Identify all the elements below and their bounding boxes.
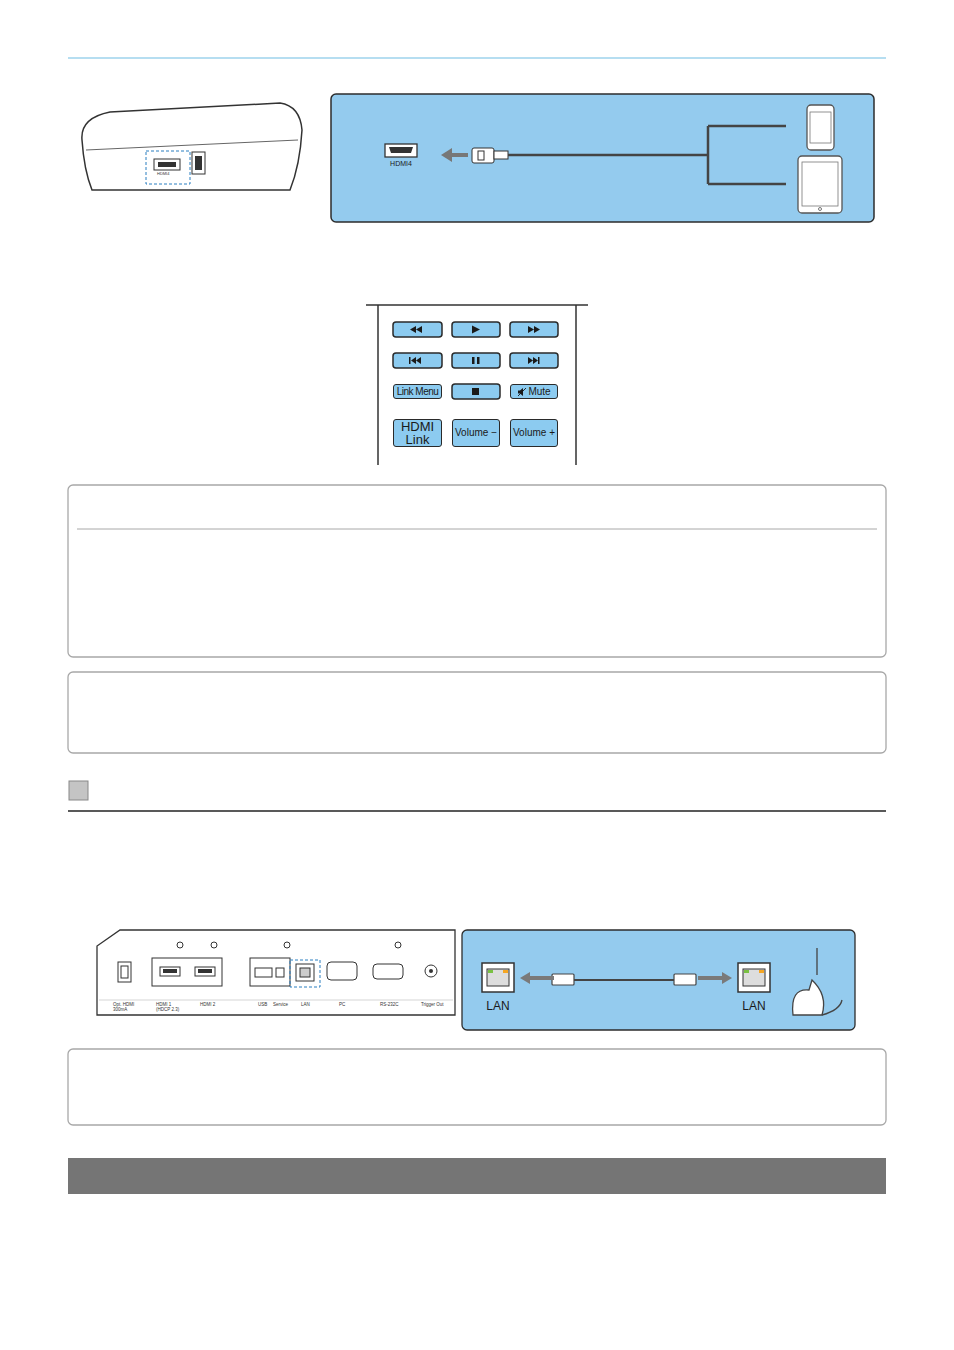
hdmi-port-icon — [384, 143, 418, 158]
node-text: HDMI4 — [390, 160, 412, 167]
terminal-label: PC — [339, 1003, 345, 1008]
node-text: LAN — [742, 999, 765, 1013]
lan-port-icon — [737, 962, 771, 993]
lan-cable-connector — [520, 972, 732, 984]
lan-port: LAN — [478, 962, 518, 1017]
terminal-label: RS-232C — [380, 1003, 399, 1008]
remote-button: Volume − — [452, 419, 500, 447]
terminal-label: HDMI 1 (HDCP 2.3) — [156, 1003, 184, 1012]
terminal-label: LAN — [301, 1003, 310, 1008]
mute-icon — [517, 387, 527, 397]
terminal-label: Service — [273, 1003, 288, 1008]
lan-port: LAN — [734, 962, 774, 1017]
node-text: Link Menu — [397, 387, 439, 397]
node-text: HDMI Link — [395, 420, 440, 446]
node-text: LAN — [486, 999, 509, 1013]
node-text: Mute — [528, 387, 550, 397]
lan-port-icon — [481, 962, 515, 993]
terminal-label: HDMI 2 — [200, 1003, 215, 1008]
port-label: HDMI4 — [380, 140, 422, 170]
node-text: Volume + — [513, 428, 555, 438]
remote-button: Link Menu — [393, 384, 442, 399]
terminal-label: Trigger Out — [421, 1003, 444, 1008]
terminal-label: Opt. HDMI 300mA — [113, 1003, 135, 1012]
remote-button: Volume + — [510, 419, 558, 447]
node-text: Volume − — [455, 428, 497, 438]
remote-button: Mute — [510, 384, 558, 399]
port-label: HDMI4 — [157, 172, 191, 176]
remote-button: HDMI Link — [393, 419, 442, 447]
terminal-label: USB — [258, 1003, 267, 1008]
